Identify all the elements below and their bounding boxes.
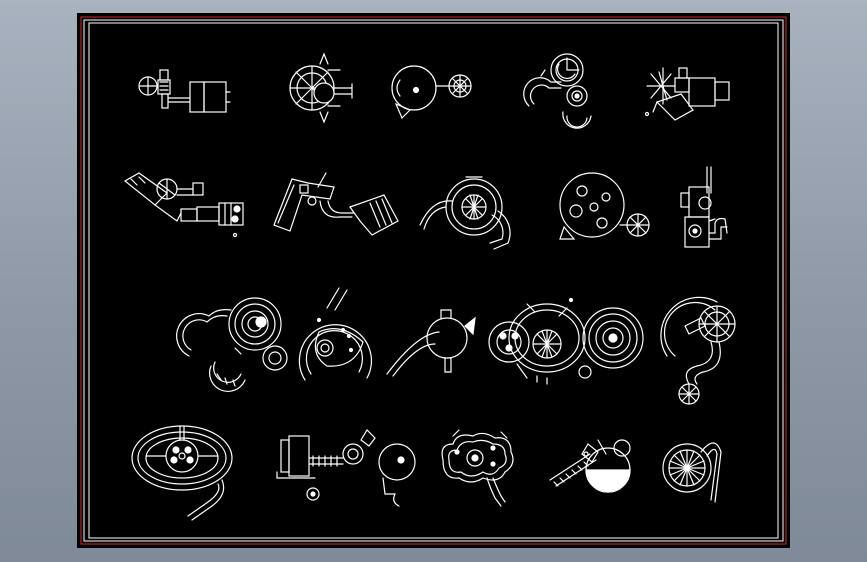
sheet-outer-border	[80, 16, 787, 545]
sheet-middle-border	[83, 19, 784, 542]
sunburst-ring-icon	[662, 442, 722, 503]
question-hook-icon	[660, 296, 736, 405]
spiral-disc-icon	[419, 176, 511, 250]
cloud-cluster-icon	[441, 429, 514, 507]
multi-hole-disc-icon	[559, 172, 650, 240]
drawing-canvas	[80, 16, 787, 545]
hook-spiral-icon	[176, 297, 288, 392]
curved-tube-icon	[386, 309, 476, 377]
pump-assembly-icon	[138, 69, 231, 113]
drawing-sheet	[77, 13, 790, 548]
horseshoe-ring-icon	[298, 287, 372, 381]
oval-basin-icon	[131, 425, 233, 521]
sheet-inner-border	[88, 22, 779, 539]
angled-conveyor-icon	[123, 172, 244, 238]
rotary-wheel-icon	[289, 52, 353, 124]
vertical-block-icon	[680, 166, 728, 248]
motor-chain-icon	[276, 429, 416, 507]
hook-gear-icon	[523, 53, 592, 129]
multi-wheel-cluster-icon	[488, 297, 644, 385]
bent-arm-icon	[273, 172, 399, 236]
fan-duct-icon	[644, 67, 730, 121]
circular-tank-icon	[391, 65, 472, 120]
spring-disc-icon	[549, 439, 631, 493]
